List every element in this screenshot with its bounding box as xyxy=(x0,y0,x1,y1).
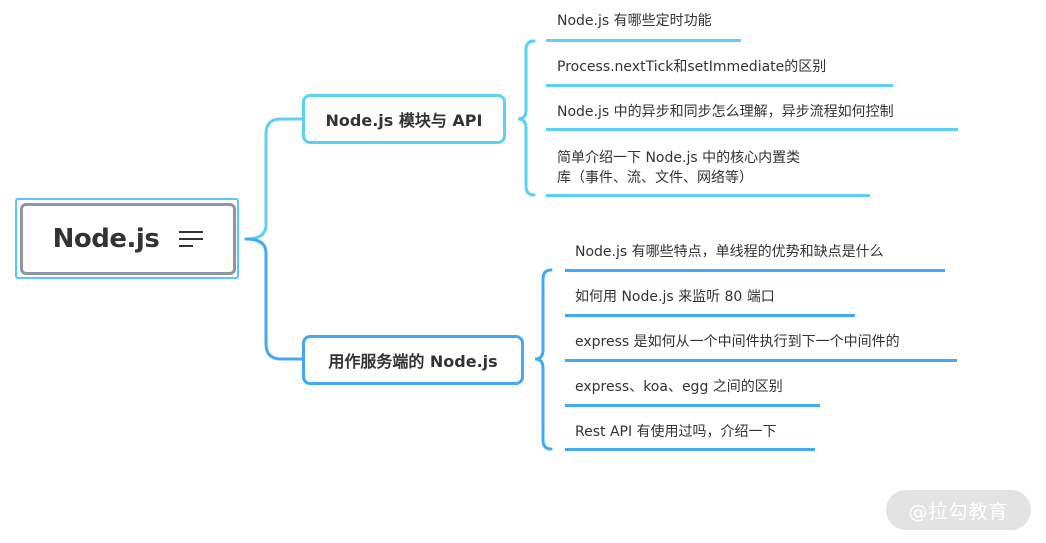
leaf-underline xyxy=(565,269,945,272)
notes-icon[interactable] xyxy=(179,230,204,248)
leaf-text: express、koa、egg 之间的区别 xyxy=(575,379,783,395)
root-node[interactable]: Node.js xyxy=(20,203,236,275)
leaf-underline xyxy=(546,128,958,131)
root-brace-lower xyxy=(244,237,304,361)
leaf-text: express 是如何从一个中间件执行到下一个中间件的 xyxy=(575,334,900,350)
leaf-underline xyxy=(546,84,893,87)
root-brace-upper xyxy=(244,117,304,241)
branch-node-server[interactable]: 用作服务端的 Node.js xyxy=(302,335,524,385)
leaf-text: Process.nextTick和setImmediate的区别 xyxy=(557,59,827,75)
leaf-underline xyxy=(565,359,957,362)
leaf-text-line1: 简单介绍一下 Node.js 中的核心内置类 xyxy=(557,150,801,166)
branch-label: 用作服务端的 Node.js xyxy=(328,352,498,371)
branch-node-modules-api[interactable]: Node.js 模块与 API xyxy=(302,94,506,144)
branch2-brace xyxy=(534,268,553,451)
watermark: @拉勾教育 xyxy=(886,490,1031,530)
branch-label: Node.js 模块与 API xyxy=(325,111,483,130)
leaf-text: 如何用 Node.js 来监听 80 端口 xyxy=(575,289,775,305)
leaf-text: Node.js 有哪些特点，单线程的优势和缺点是什么 xyxy=(575,244,884,260)
leaf-underline xyxy=(546,194,870,197)
leaf-underline xyxy=(546,39,741,42)
root-title: Node.js xyxy=(52,224,160,254)
leaf-text: Node.js 有哪些定时功能 xyxy=(557,13,712,29)
leaf-text: Rest API 有使用过吗，介绍一下 xyxy=(575,424,777,440)
branch1-brace xyxy=(517,39,536,197)
leaf-underline xyxy=(565,314,855,317)
root-selection-outline xyxy=(15,198,239,279)
leaf-underline xyxy=(565,448,815,451)
leaf-underline xyxy=(565,404,820,407)
leaf-text-line2: 库（事件、流、文件、网络等） xyxy=(557,170,753,186)
leaf-text: Node.js 中的异步和同步怎么理解，异步流程如何控制 xyxy=(557,104,894,120)
